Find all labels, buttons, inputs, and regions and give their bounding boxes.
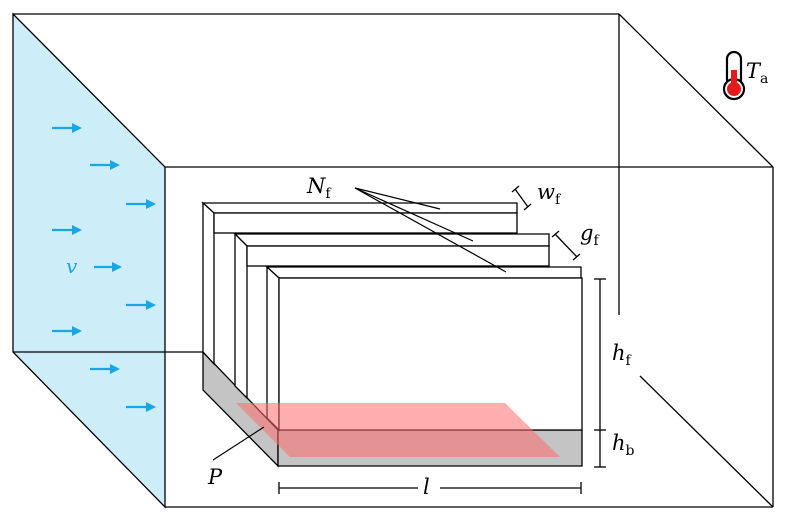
- g-dimension: [551, 230, 581, 261]
- label-ambient-temp: Ta: [746, 59, 768, 87]
- arrow-icon: [52, 326, 82, 336]
- hf-main: h: [612, 341, 626, 365]
- arrow-icon: [90, 160, 120, 170]
- arrow-icon: [126, 402, 156, 412]
- hf-sub: f: [626, 353, 633, 369]
- flow-arrows: [52, 123, 156, 412]
- arrow-icon: [90, 364, 120, 374]
- n-main: N: [306, 174, 326, 198]
- n-sub: f: [325, 186, 332, 202]
- label-h-fin: hf: [612, 341, 633, 369]
- ta-main: T: [746, 59, 762, 83]
- heat-source: [236, 403, 560, 457]
- label-n-fins: Nf: [306, 174, 332, 202]
- height-dimension: [594, 278, 606, 468]
- annotation-lines: [212, 187, 507, 461]
- hb-sub: b: [626, 443, 635, 459]
- g-sub: f: [593, 233, 600, 249]
- w-dimension: [511, 185, 532, 211]
- enclosure-box: [13, 13, 774, 508]
- label-velocity: v: [66, 254, 78, 278]
- label-g-fin: gf: [580, 221, 600, 249]
- w-sub: f: [555, 192, 562, 208]
- label-length: l: [423, 475, 430, 499]
- label-w-fin: wf: [537, 180, 562, 208]
- thermometer-icon: [722, 50, 746, 101]
- fin-back: [201, 201, 518, 366]
- inlet-face: [12, 12, 166, 509]
- ta-sub: a: [760, 71, 768, 87]
- arrow-icon: [94, 262, 122, 272]
- label-h-base: hb: [612, 431, 635, 459]
- hb-main: h: [612, 431, 626, 455]
- arrow-icon: [126, 199, 156, 209]
- w-main: w: [537, 180, 555, 204]
- arrow-icon: [126, 300, 156, 310]
- fin-middle: [233, 232, 550, 400]
- g-main: g: [580, 221, 593, 245]
- label-heat-power: P: [207, 465, 223, 489]
- arrow-icon: [52, 123, 82, 133]
- length-dimension: [278, 482, 582, 494]
- arrow-icon: [52, 225, 82, 235]
